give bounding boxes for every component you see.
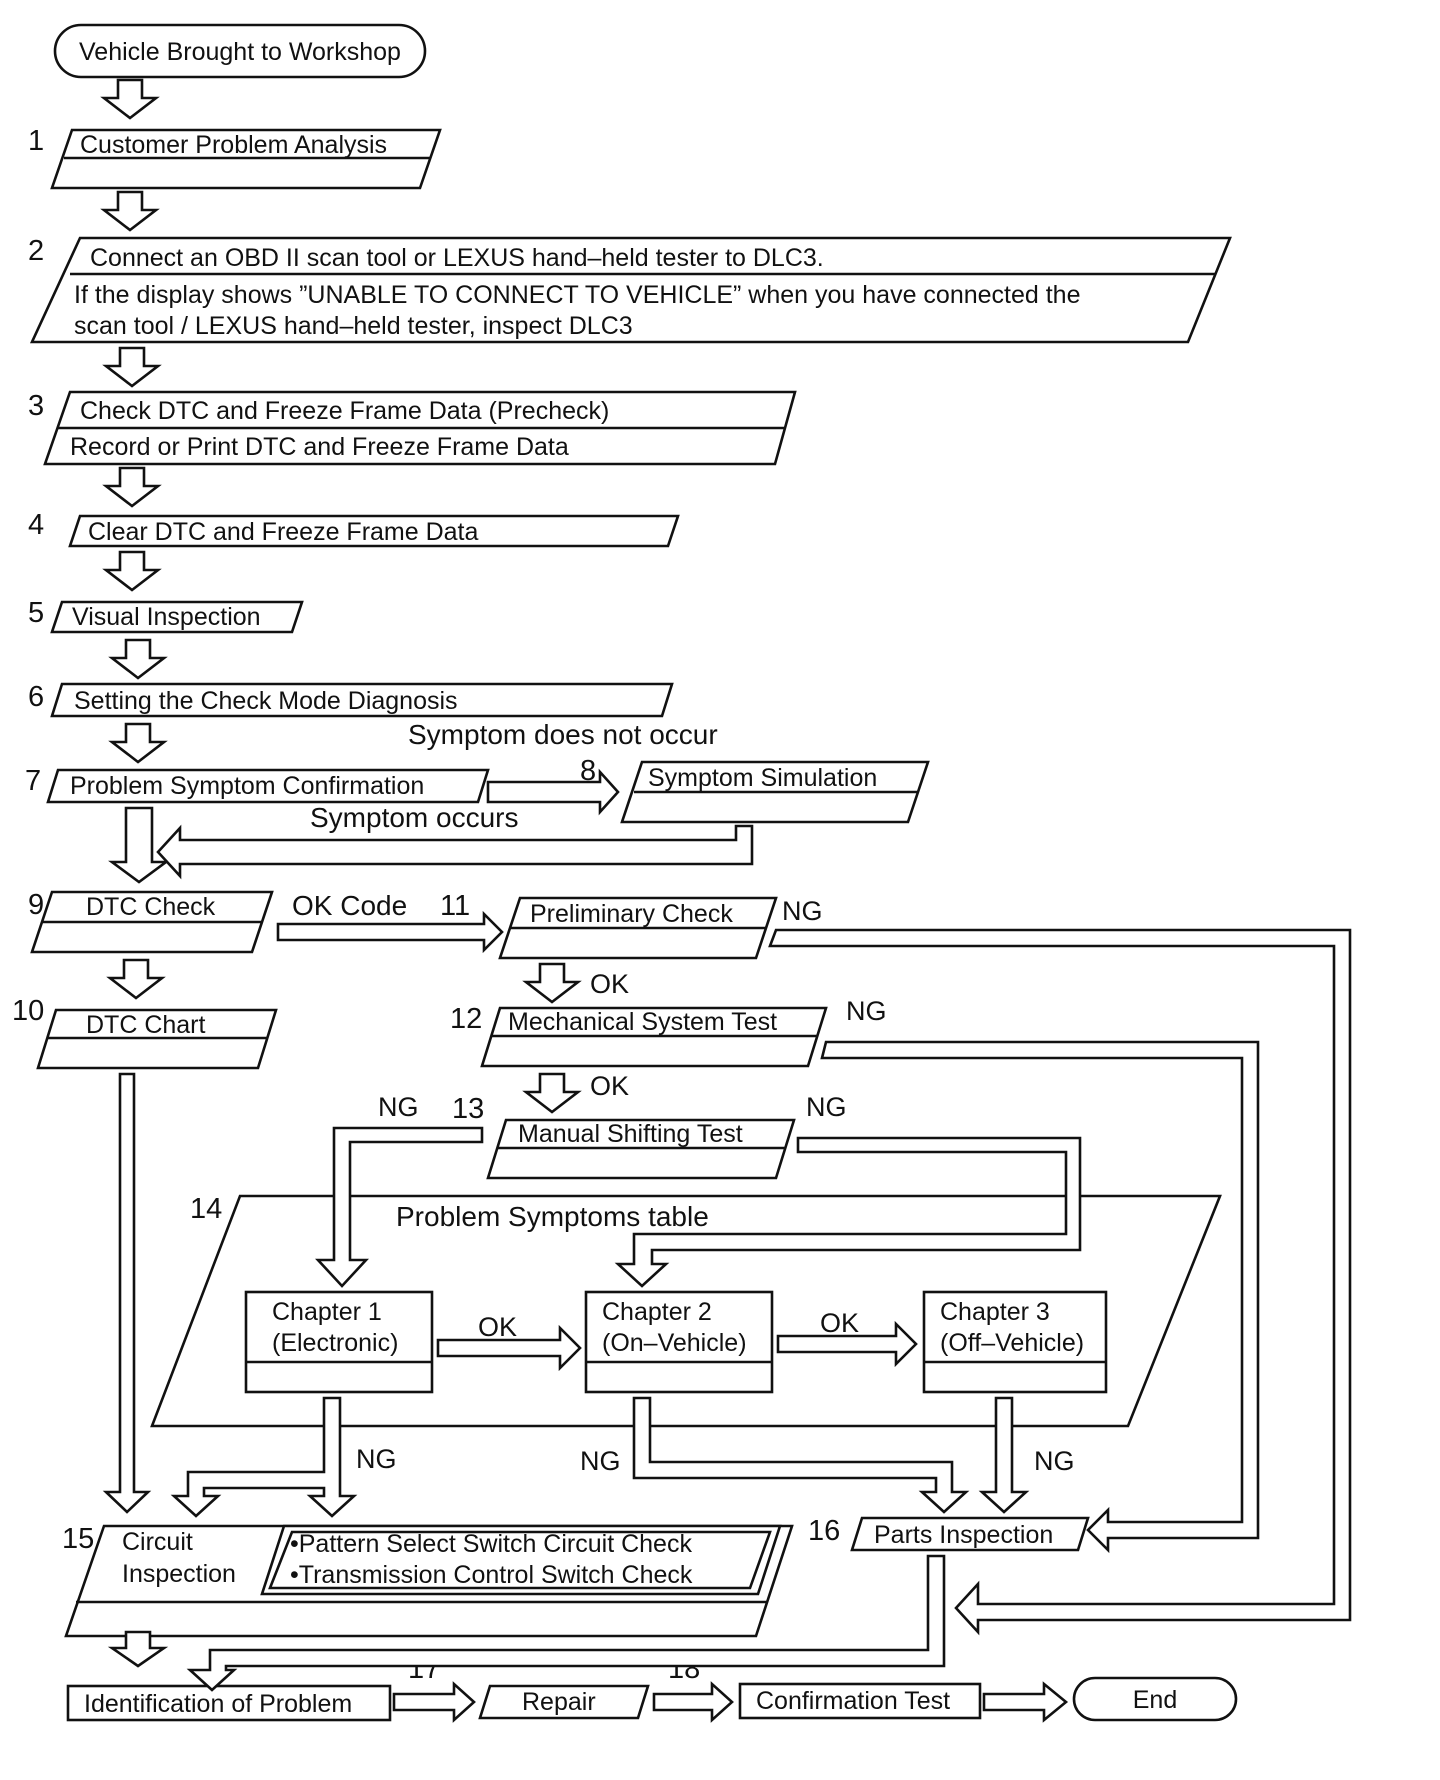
step-5-number: 5 (28, 597, 44, 629)
end-terminal (1072, 1676, 1238, 1722)
step-4-box (68, 514, 680, 548)
chapter-2-line1: Chapter 2 (602, 1298, 712, 1326)
label-ok-ch1: OK (478, 1312, 517, 1342)
arrow-to-end (982, 1681, 1069, 1723)
step-5-label: Visual Inspection (72, 603, 261, 631)
step-2-line1: Connect an OBD II scan tool or LEXUS han… (90, 244, 824, 272)
label-ng-12: NG (846, 996, 887, 1026)
step-15-line2: Inspection (122, 1560, 236, 1588)
step-12-number: 12 (450, 1003, 482, 1035)
step-6-box (50, 682, 674, 718)
arrow-13-to-ch2 (614, 1136, 1082, 1288)
step-10-number: 10 (12, 995, 44, 1027)
step-14-label: Problem Symptoms table (396, 1201, 709, 1232)
step-18-box (738, 1682, 982, 1720)
arrow-7-to-9 (108, 806, 170, 884)
chapter-2-line2: (On–Vehicle) (602, 1329, 747, 1357)
label-ok-11: OK (590, 969, 629, 999)
step-17-label: Repair (522, 1688, 596, 1716)
step-15-subbox (260, 1524, 782, 1596)
label-symptom-not-occur: Symptom does not occur (408, 719, 718, 750)
step-4-label: Clear DTC and Freeze Frame Data (88, 518, 479, 546)
label-ng-ch2: NG (580, 1446, 621, 1476)
step-5-box (50, 600, 304, 634)
step-15-line1: Circuit (122, 1528, 193, 1556)
step-1-label: Customer Problem Analysis (80, 131, 387, 159)
step-6-number: 6 (28, 681, 44, 713)
down-arrows (100, 78, 582, 1668)
chapter-1-line2: (Electronic) (272, 1329, 398, 1357)
step-8-label: Symptom Simulation (648, 764, 877, 792)
step-2-box (29, 236, 1232, 344)
step-11-number: 11 (440, 890, 470, 922)
chapter-2-box (584, 1290, 774, 1394)
label-ng-11: NG (782, 896, 823, 926)
arrow-ch1-to-15 (170, 1396, 358, 1518)
step-18-label: Confirmation Test (756, 1687, 950, 1715)
step-2-line2: If the display shows ”UNABLE TO CONNECT … (74, 281, 1080, 309)
chapter-3-line1: Chapter 3 (940, 1298, 1050, 1326)
step-7-label: Problem Symptom Confirmation (70, 772, 424, 800)
arrow-ch2-to-ch3 (776, 1320, 918, 1368)
step-4-number: 4 (28, 509, 44, 541)
step-13-number: 13 (452, 1093, 484, 1125)
end-label: End (1133, 1686, 1177, 1714)
arrow-7-to-8 (486, 768, 620, 816)
step-2-line3: scan tool / LEXUS hand–held tester, insp… (74, 312, 633, 340)
chapter-3-box (922, 1290, 1108, 1394)
identification-box (66, 1684, 392, 1722)
step-7-box (46, 768, 490, 804)
step-10-label: DTC Chart (86, 1011, 206, 1039)
label-ng-ch1: NG (356, 1444, 397, 1474)
arrow-12-ng-to-16 (820, 1040, 1260, 1554)
identification-label: Identification of Problem (84, 1690, 352, 1718)
step-3-number: 3 (28, 390, 44, 422)
label-ok-code: OK Code (292, 890, 407, 921)
label-ok-12: OK (590, 1071, 629, 1101)
step-15-item1: •Pattern Select Switch Circuit Check (290, 1530, 692, 1558)
arrow-13-to-ch1 (315, 1126, 484, 1288)
arrow-11-ng-to-16 (768, 928, 1352, 1636)
arrow-8-back (156, 824, 754, 880)
step-8-number: 8 (580, 755, 596, 787)
arrow-9-to-11 (276, 910, 504, 954)
arrow-ch1-to-ch2 (436, 1324, 582, 1372)
step-2-number: 2 (28, 235, 44, 267)
step-3-line2: Record or Print DTC and Freeze Frame Dat… (70, 433, 569, 461)
label-ok-ch2: OK (820, 1308, 859, 1338)
label-ng-13-right: NG (806, 1092, 847, 1122)
arrow-ch3-to-16 (978, 1396, 1030, 1514)
arrow-ch2-to-16 (632, 1396, 970, 1514)
step-11-label: Preliminary Check (530, 900, 733, 928)
arrow-16-to-identification (186, 1554, 946, 1692)
step-14-number: 14 (190, 1193, 222, 1225)
step-12-label: Mechanical System Test (508, 1008, 777, 1036)
step-16-label: Parts Inspection (874, 1521, 1053, 1549)
chapter-3-line2: (Off–Vehicle) (940, 1329, 1084, 1357)
label-symptom-occurs: Symptom occurs (310, 802, 519, 833)
start-terminal (53, 23, 427, 79)
step-13-label: Manual Shifting Test (518, 1120, 743, 1148)
step-7-number: 7 (25, 765, 41, 797)
arrow-to-confirmation (652, 1681, 734, 1723)
step-3-line1: Check DTC and Freeze Frame Data (Prechec… (80, 397, 609, 425)
step-1-number: 1 (28, 125, 44, 157)
step-9-number: 9 (28, 889, 44, 921)
chapter-1-box (244, 1290, 434, 1394)
step-6-label: Setting the Check Mode Diagnosis (74, 687, 458, 715)
step-15-number: 15 (62, 1523, 94, 1555)
step-17-box (478, 1684, 650, 1720)
start-label: Vehicle Brought to Workshop (79, 38, 401, 66)
step-9-label: DTC Check (86, 893, 216, 921)
step-16-number: 16 (808, 1515, 840, 1547)
label-ng-ch3: NG (1034, 1446, 1075, 1476)
arrow-10-to-15 (102, 1072, 152, 1514)
step-16-box (850, 1516, 1090, 1552)
arrow-to-repair (392, 1681, 476, 1723)
step-15-item2: •Transmission Control Switch Check (290, 1561, 693, 1589)
label-ng-13-left: NG (378, 1092, 419, 1122)
chapter-1-line1: Chapter 1 (272, 1298, 382, 1326)
